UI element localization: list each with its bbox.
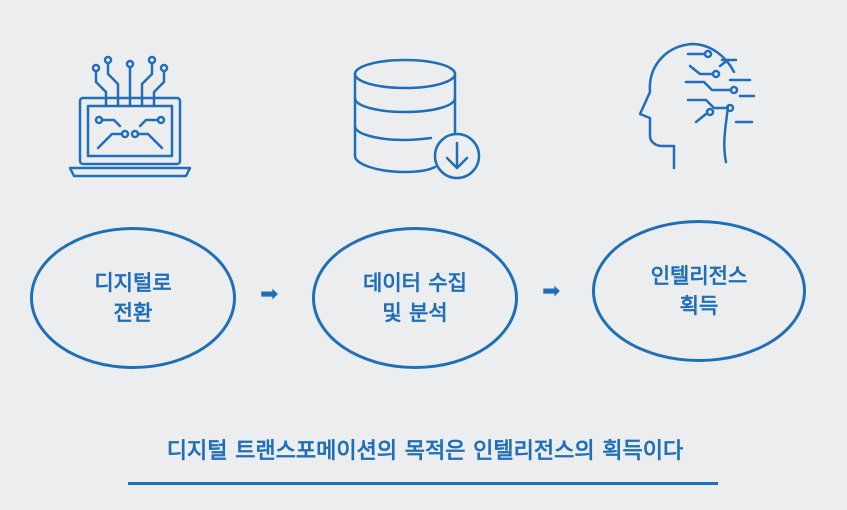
diagram-caption: 디지털 트랜스포메이션의 목적은 인텔리전스의 획득이다 [166, 439, 684, 464]
step-digital-transformation: 디지털로 전환 [30, 227, 236, 369]
arrow-right-icon: ➡ [260, 282, 279, 307]
circuit-laptop-icon [68, 55, 192, 178]
step-2-line2: 및 분석 [382, 301, 448, 325]
step-intelligence-acquisition: 인텔리전스 획득 [592, 220, 806, 362]
step-3-line1: 인텔리전스 [650, 264, 748, 288]
step-1-line2: 전환 [113, 301, 153, 325]
ai-head-icon [638, 42, 756, 170]
step-2-line1: 데이터 수집 [363, 271, 467, 295]
caption-underline [128, 482, 718, 485]
step-3-line2: 획득 [679, 294, 719, 318]
arrow-right-icon: ➡ [542, 279, 561, 304]
step-data-collection-analysis: 데이터 수집 및 분석 [312, 227, 518, 369]
database-download-icon [353, 58, 481, 180]
step-1-line1: 디지털로 [94, 271, 172, 295]
